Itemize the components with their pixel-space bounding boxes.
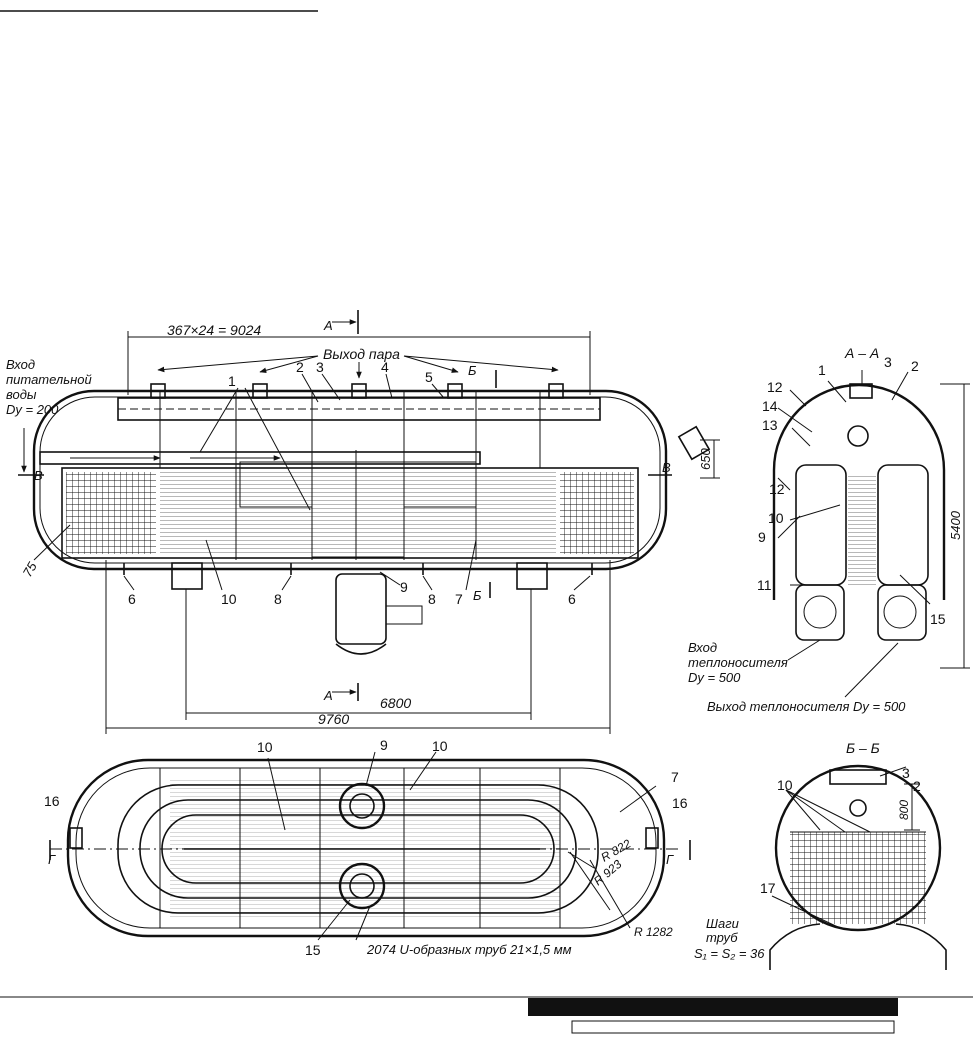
section-bb-callouts: 3 2 10 17	[760, 765, 921, 896]
callout-aa-12-bottom: 12	[769, 481, 785, 497]
steam-outlet-label: Выход пара	[323, 346, 400, 362]
callout-6-left: 6	[128, 591, 136, 607]
pitch-label-1: Шаги	[706, 916, 739, 931]
callout-aa-1: 1	[818, 362, 826, 378]
callout-plan-16-left: 16	[44, 793, 60, 809]
feed-water-label-4: Dy = 200	[6, 402, 59, 417]
dim-9024: 367×24 = 9024	[167, 322, 261, 338]
main-longitudinal-view	[18, 310, 720, 734]
section-bb-shell	[774, 764, 942, 932]
main-callouts: 1 2 3 4 5 6 10 8 9 8 7 6	[128, 359, 576, 607]
callout-aa-11: 11	[757, 577, 772, 593]
callout-aa-12-top: 12	[767, 379, 783, 395]
feed-water-label-1: Вход	[6, 357, 35, 372]
tube-bundle-left	[66, 472, 156, 554]
callout-aa-2: 2	[911, 358, 919, 374]
dim-800: 800	[897, 800, 911, 820]
pitch-label-3: S₁ = S₂ = 36	[694, 946, 765, 961]
callout-bb-17: 17	[760, 880, 776, 896]
callout-4: 4	[381, 359, 389, 375]
section-mark-b-top: Б	[468, 363, 477, 378]
plan-view-shell	[66, 758, 666, 938]
dim-9760: 9760	[318, 711, 349, 727]
callout-5: 5	[425, 369, 433, 385]
callout-9-main: 9	[400, 579, 408, 595]
section-mark-a-top: А	[323, 318, 333, 333]
coolant-in-label-3: Dy = 500	[688, 670, 741, 685]
callout-aa-15: 15	[930, 611, 946, 627]
coolant-chamber	[335, 573, 387, 645]
callout-aa-10: 10	[768, 510, 784, 526]
callout-2: 2	[296, 359, 304, 375]
callout-plan-10-right: 10	[432, 738, 448, 754]
callout-plan-9: 9	[380, 737, 388, 753]
plan-callouts: 10 9 10 7 16 16 15	[44, 737, 688, 958]
dim-6800: 6800	[380, 695, 411, 711]
section-aa-callouts: 1 3 2 12 14 13 12 10 9 11 15	[757, 354, 946, 627]
callout-plan-16-right: 16	[672, 795, 688, 811]
coolant-out-label: Выход теплоносителя Dy = 500	[707, 699, 906, 714]
tubes-label: 2074 U-образных труб 21×1,5 мм	[366, 942, 572, 957]
feed-water-pipe	[39, 451, 481, 465]
callout-8-right: 8	[428, 591, 436, 607]
callout-aa-13: 13	[762, 417, 778, 433]
radius-1282: R 1282	[634, 925, 673, 939]
coolant-in-label-1: Вход	[688, 640, 717, 655]
vessel-shell	[32, 389, 668, 571]
dim-650: 650	[698, 448, 713, 470]
footer-black-bar	[528, 998, 898, 1016]
dim-5400: 5400	[948, 510, 963, 540]
callout-plan-7: 7	[671, 769, 679, 785]
callout-8-left: 8	[274, 591, 282, 607]
callout-aa-9: 9	[758, 529, 766, 545]
tube-bundle-middle	[160, 472, 556, 554]
section-bb-view	[769, 764, 947, 970]
callout-plan-10-left: 10	[257, 739, 273, 755]
coolant-in-label-2: теплоносителя	[688, 655, 788, 670]
section-aa-title: А – А	[844, 345, 879, 361]
section-mark-v-left: В	[34, 468, 43, 483]
callout-3: 3	[316, 359, 324, 375]
section-bb-title: Б – Б	[846, 740, 880, 756]
callout-aa-3: 3	[884, 354, 892, 370]
section-mark-v-right: В	[662, 460, 671, 475]
section-mark-g-right: Г	[666, 852, 674, 867]
callout-plan-15: 15	[305, 942, 321, 958]
section-mark-a-bottom: А	[323, 688, 333, 703]
callout-6-right: 6	[568, 591, 576, 607]
dim-75: 75	[20, 559, 41, 580]
callout-1: 1	[228, 373, 236, 389]
feed-water-label-3: воды	[6, 387, 37, 402]
callout-7-main: 7	[455, 591, 463, 607]
section-mark-b-bottom: Б	[473, 588, 482, 603]
feed-water-label-2: питательной	[6, 372, 92, 387]
callout-bb-3: 3	[902, 765, 910, 781]
pitch-label-2: труб	[706, 930, 738, 945]
section-aa-view	[772, 370, 970, 698]
section-aa-shell	[772, 383, 946, 600]
callout-bb-2: 2	[913, 778, 921, 794]
tube-bundle-right	[560, 472, 634, 554]
callout-bb-10: 10	[777, 777, 793, 793]
footer-box	[571, 1020, 895, 1034]
plan-view	[49, 751, 691, 941]
callout-10-main: 10	[221, 591, 237, 607]
callout-aa-14: 14	[762, 398, 778, 414]
section-mark-g-left: Г	[48, 852, 56, 867]
